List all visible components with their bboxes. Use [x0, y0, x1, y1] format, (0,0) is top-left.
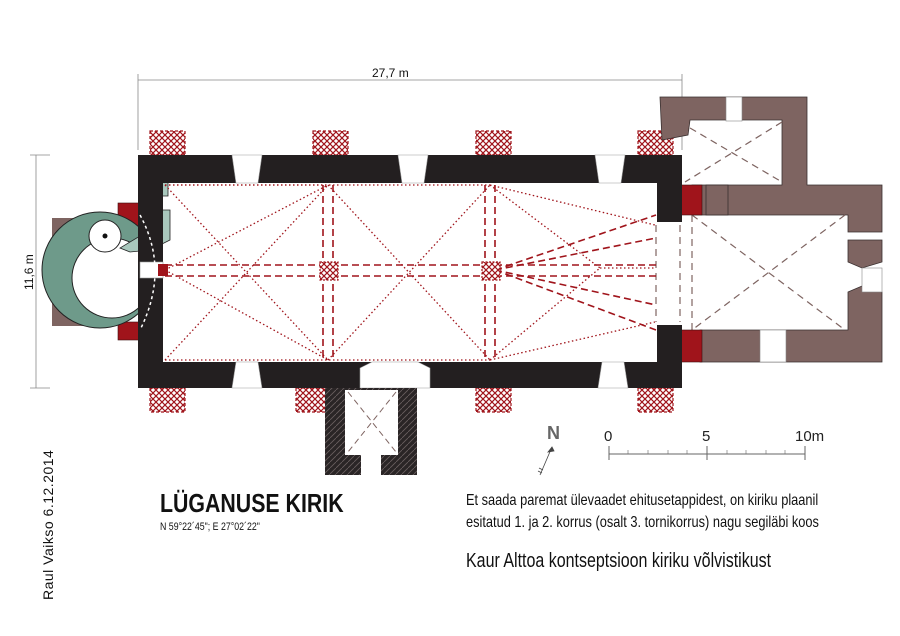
scale-label-10: 10m [795, 428, 825, 445]
north-arrow-icon [537, 446, 555, 476]
chancel-openings [725, 96, 883, 363]
author-date: Raul Vaikso 6.12.2014 [40, 449, 56, 600]
concept-caption: Kaur Alttoa kontseptsioon kiriku võlvist… [466, 550, 772, 572]
note-line-2: esitatud 1. ja 2. korrus (osalt 3. torni… [466, 514, 819, 531]
north-label: N [547, 423, 560, 443]
nave-windows [139, 154, 629, 389]
length-dimension-label: 27,7 m [372, 66, 409, 80]
scale-label-5: 5 [702, 428, 711, 445]
plan-title: LÜGANUSE KIRIK [160, 488, 344, 518]
scale-bar [608, 446, 806, 460]
scale-label-0: 0 [604, 428, 613, 445]
south-porch [325, 388, 417, 475]
chancel-walls [659, 96, 883, 363]
width-dimension-label: 11,6 m [22, 254, 36, 290]
stair-tower [41, 179, 171, 329]
chancel-vault-lines [655, 121, 846, 331]
tower-arch-dashed [139, 214, 156, 331]
dimension-length-line [137, 74, 683, 150]
nave-vault-lines [158, 184, 657, 361]
dimension-width-line [30, 154, 50, 389]
note-line-1: Et saada paremat ülevaadet ehitusetappid… [466, 492, 819, 509]
nave-walls [138, 155, 682, 388]
coordinates: N 59°22´45"; E 27°02´22" [160, 521, 260, 533]
